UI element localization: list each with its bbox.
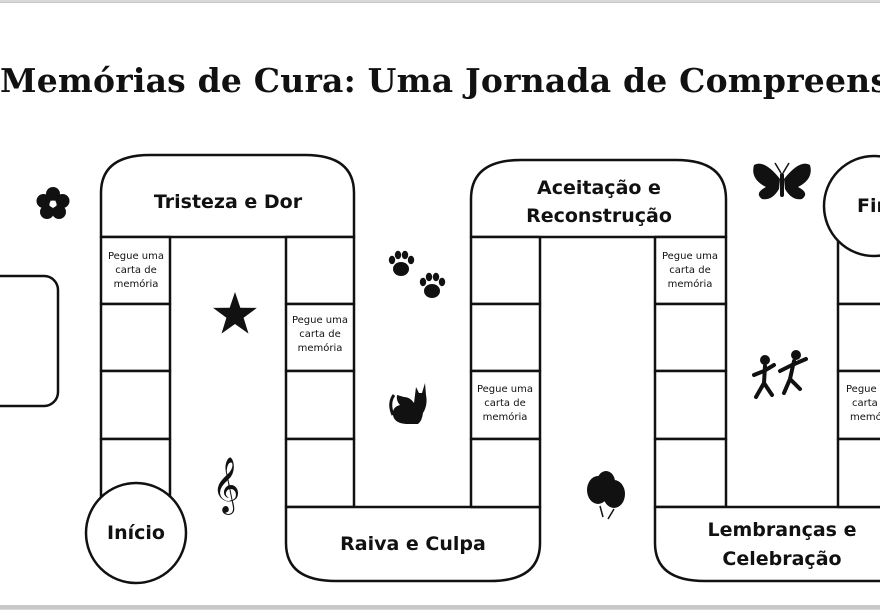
path-cell [469,235,542,306]
path-cell [836,302,880,373]
path-cell [284,437,356,509]
card-text: Pegue uma [846,384,880,395]
stage-label-tristeza: Tristeza e Dor [154,191,303,213]
stage-lembrancas-cap [653,505,880,583]
path-cell [836,369,880,441]
path-cell [469,369,542,441]
board-game: Tristeza e Dor Raiva e Culpa Aceitação e… [0,153,880,585]
path-cell [469,302,542,373]
path-cell [99,369,172,441]
side-card [0,274,60,408]
path-cell [284,302,356,373]
music-note-icon: 𝄞 [212,457,240,515]
start-label: Início [107,522,165,544]
paw-prints-icon [388,250,446,298]
card-text: carta de [852,398,880,409]
card-text: memória [668,278,713,290]
stage-label-reconstrucao: Reconstrução [526,205,672,227]
start-circle [84,481,188,585]
card-text: carta de [669,265,710,276]
page-title: Memórias de Cura: Uma Jornada de Compree… [0,61,880,100]
card-text: carta de [484,398,525,409]
finish-label: Fim [857,195,880,217]
flower-icon [36,187,70,219]
stage-label-celebracao: Celebração [722,548,841,570]
path-cell [653,235,728,306]
stage-label-lembrancas: Lembranças e [707,519,856,541]
card-text: Pegue uma [292,315,348,326]
dancing-people-icon [752,350,808,399]
stage-raiva-cap [284,505,542,583]
path-cell [99,302,172,373]
path-cell [653,437,728,509]
star-icon [213,292,257,334]
path-cell [284,369,356,441]
card-text: memória [483,411,528,423]
card-cell-5: Pegue uma carta de memória [846,384,880,423]
cat-icon [389,383,427,424]
card-text: memória [850,411,880,423]
path-cell [653,369,728,441]
stage-label-aceitacao: Aceitação e [537,177,661,199]
card-text: Pegue uma [662,251,718,262]
path-cell [836,437,880,509]
card-cell-2: Pegue uma carta de memória [292,315,348,354]
card-text: Pegue uma [477,384,533,395]
slide-border [0,605,880,608]
card-text: memória [298,342,343,354]
balloons-icon [587,471,625,520]
card-text: Pegue uma [108,251,164,262]
card-cell-1: Pegue uma carta de memória [108,251,164,290]
card-text: carta de [299,329,340,340]
path-cell [653,302,728,373]
path-cell [469,437,542,509]
stage-tristeza-cap [99,153,356,239]
card-text: carta de [115,265,156,276]
stage-aceitacao-cap [469,158,728,239]
butterfly-icon [753,162,811,200]
path-cell [284,235,356,306]
card-text: memória [114,278,159,290]
card-cell-4: Pegue uma carta de memória [662,251,718,290]
stage-label-raiva: Raiva e Culpa [340,533,486,555]
card-cell-3: Pegue uma carta de memória [477,384,533,423]
finish-circle [822,154,880,258]
